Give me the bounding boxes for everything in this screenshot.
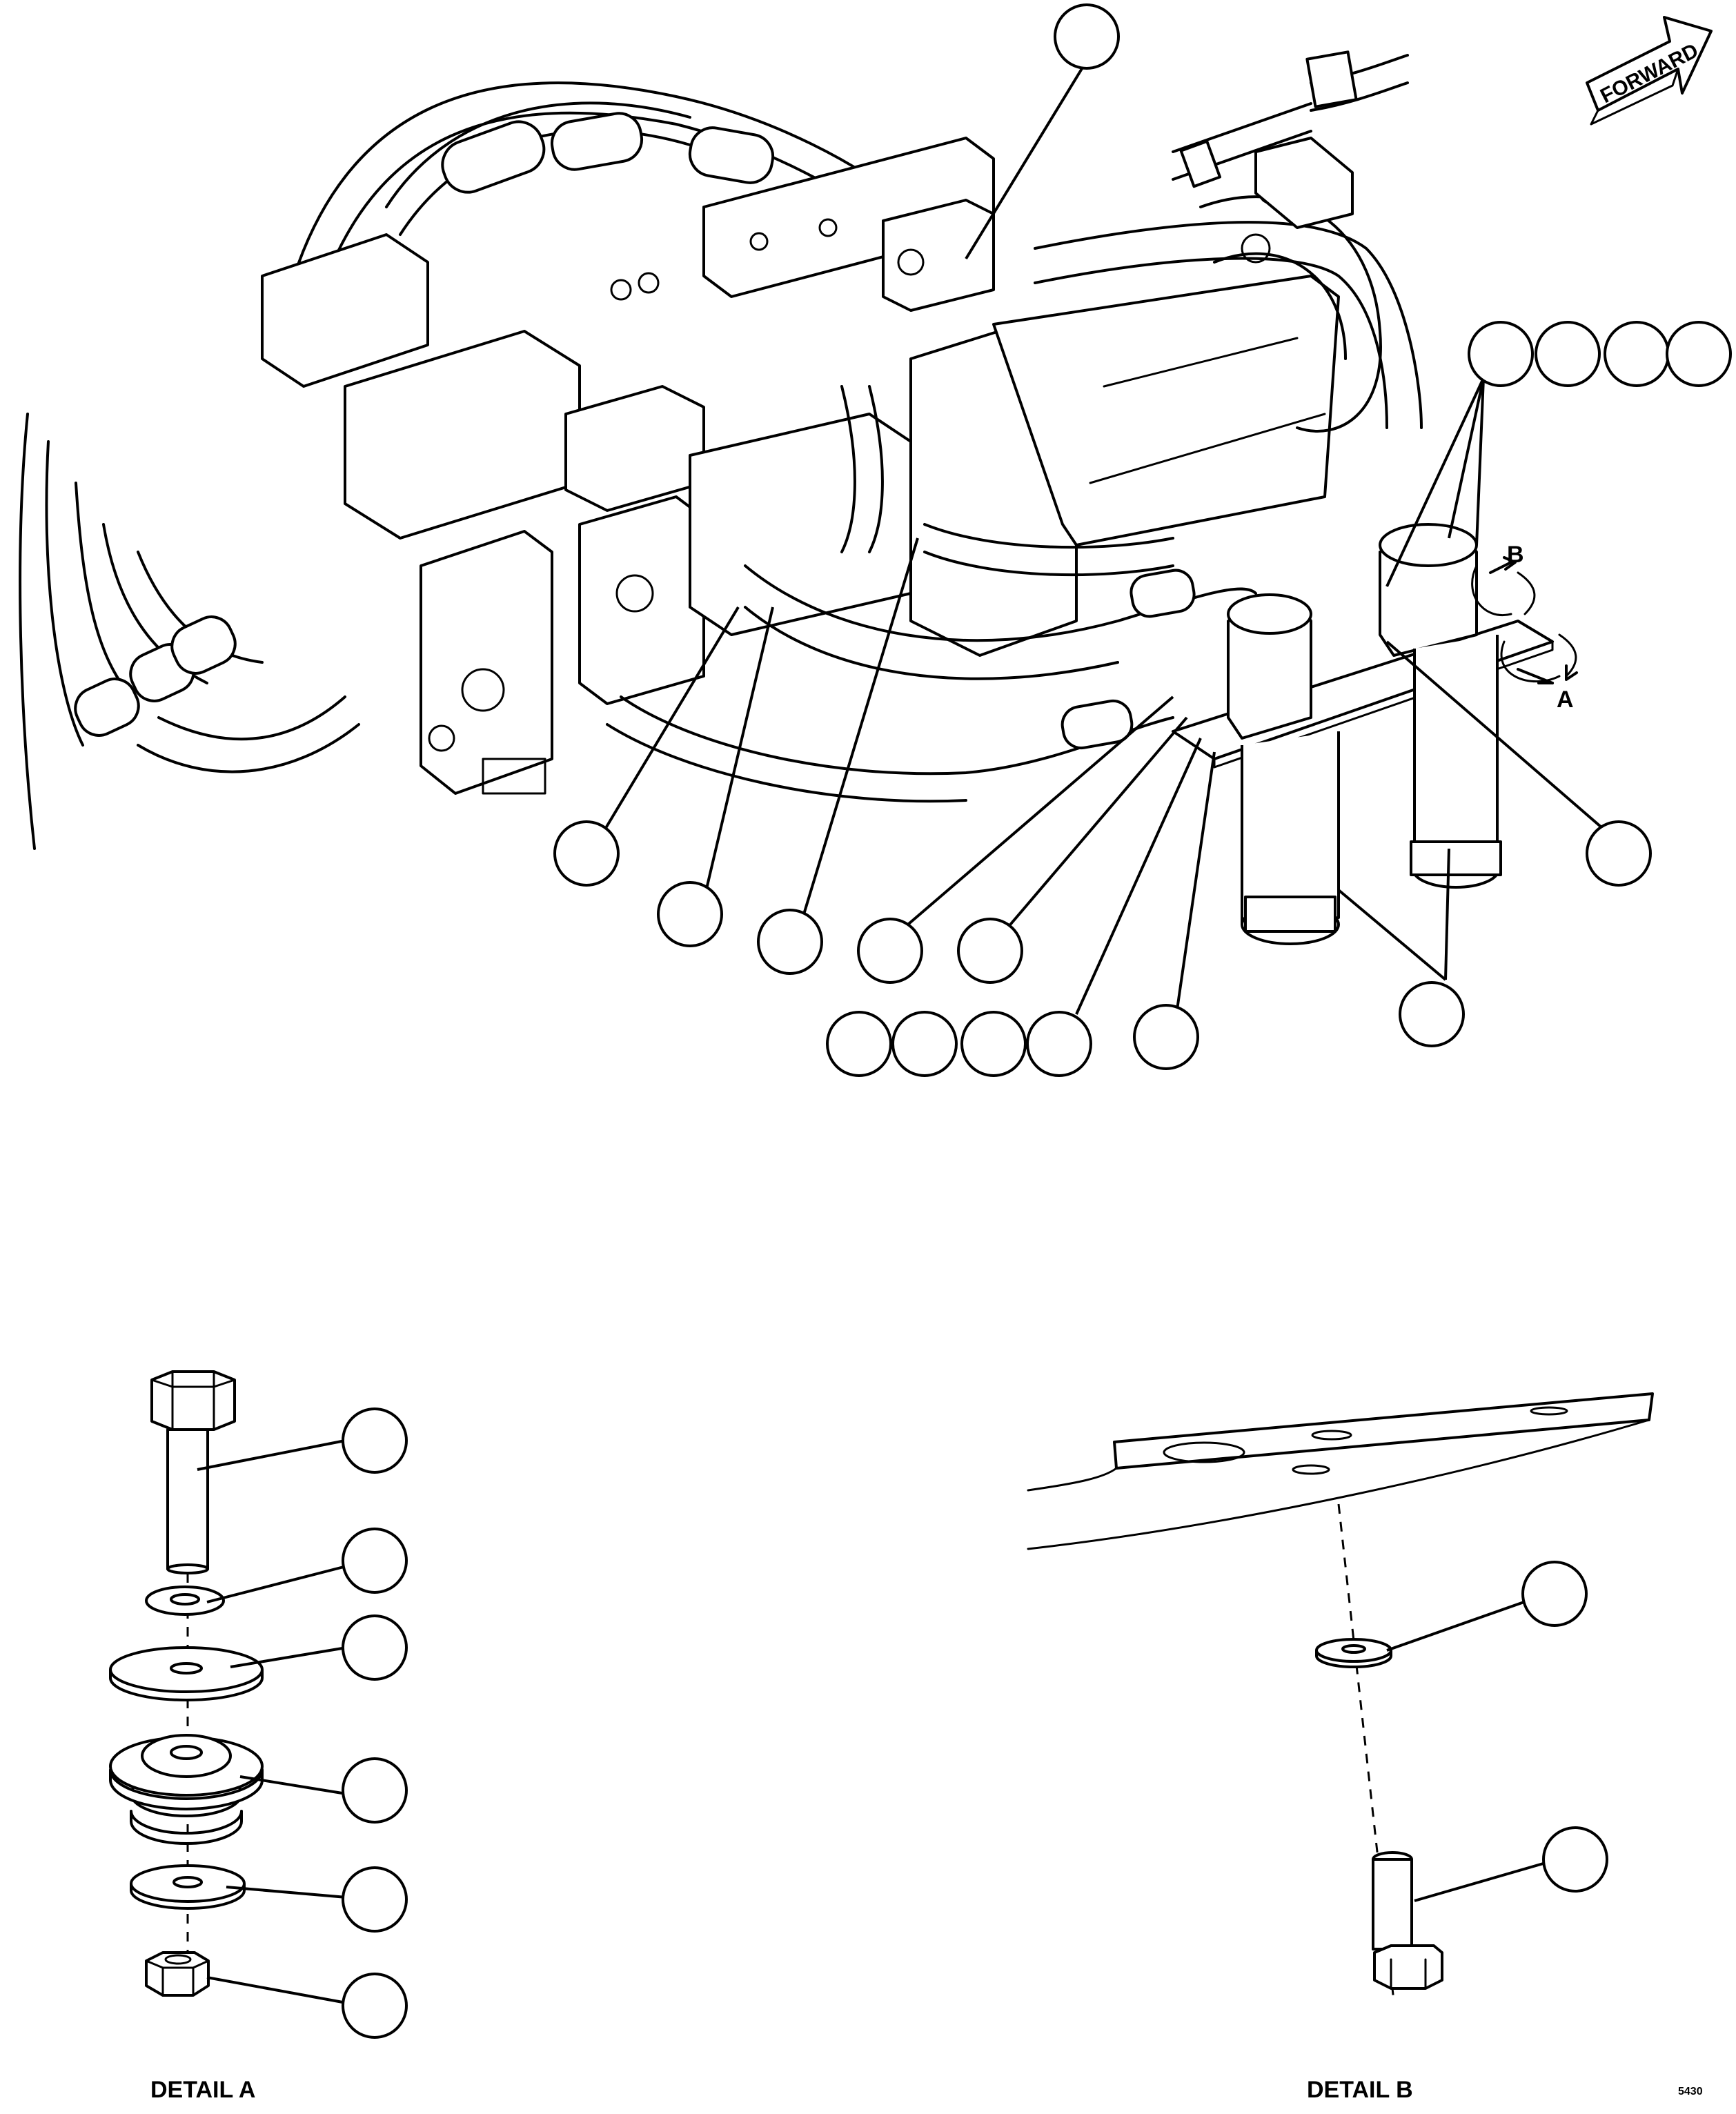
pump-bodies [420,413,912,795]
right-hose-run [1034,50,1423,429]
detail-a-washer-bottom [130,1864,246,1910]
callout-bubble [553,820,620,887]
callout-bubble [342,1614,408,1681]
detail-a-bolt [150,1370,236,1574]
callout-bubble [1054,3,1120,70]
callout-bubble [1133,1004,1199,1070]
detail-b-washer [1315,1638,1392,1668]
main-assembly-view: A B FORWARD [19,3,1732,1077]
detail-a-title: DETAIL A [150,2077,255,2103]
manifold-blocks [261,137,995,540]
detail-a-callouts [342,1407,408,2039]
detail-a-washer-small [145,1586,225,1616]
callout-bubble [1666,321,1732,387]
callout-bubble [1026,1011,1092,1077]
lower-left-hose-ends [74,615,360,773]
detail-a-leaders [197,1439,347,2004]
view-b-label: B [1507,542,1524,568]
view-a-label: A [1557,686,1574,713]
callout-bubble [1399,981,1465,1047]
view-b-marker: B [1471,542,1536,616]
callout-bubble [891,1011,958,1077]
callout-bubble [957,918,1023,984]
view-a-marker: A [1500,633,1578,713]
callout-bubble [1586,820,1652,887]
filter-heads [1227,523,1478,740]
detail-b-bolt [1372,1851,1443,1990]
callout-bubble [342,1973,408,2039]
detail-b-leaders [1386,1598,1546,1902]
detail-a-washer-large [109,1646,264,1701]
callout-bubble [657,881,723,947]
callout-bubble [857,918,923,984]
callout-bubble [342,1528,408,1594]
callout-bubble [342,1757,408,1824]
detail-b-view: DETAIL B [1027,1392,1654,2103]
detail-b-title: DETAIL B [1307,2077,1413,2103]
callout-bubble [1535,321,1601,387]
filter-canisters [1241,635,1502,945]
callout-bubbles [553,3,1732,1077]
callout-bubble [1468,321,1534,387]
callout-bubble [342,1866,408,1933]
lower-hose-runs [606,385,1257,803]
forward-direction-arrow: FORWARD [1586,16,1713,126]
upper-hose-loops [288,81,912,305]
callout-bubble [826,1011,892,1077]
callout-bubble [342,1407,408,1474]
drawing-id: 5430 [1678,2086,1703,2097]
detail-a-view: DETAIL A [109,1370,408,2103]
detail-b-callouts [1521,1561,1608,1893]
callout-bubble [960,1011,1027,1077]
callout-bubble [1542,1826,1608,1893]
detail-b-plate [1027,1392,1654,1550]
detail-a-nut [145,1951,210,1997]
callout-bubble [1521,1561,1588,1627]
callout-bubble [757,909,823,975]
callout-bubble [1604,321,1670,387]
detail-a-isolator [109,1734,264,1845]
leader-lines [602,59,1613,1015]
